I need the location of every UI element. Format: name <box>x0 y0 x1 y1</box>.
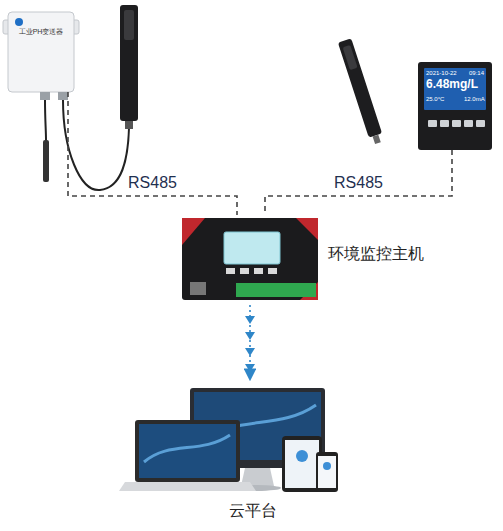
cloud-icon <box>323 462 331 470</box>
cloud-icon <box>296 450 308 462</box>
host-device: 环境监控主机 <box>180 215 450 305</box>
screen-current: 12.0mA <box>464 96 485 103</box>
controller-screen <box>424 68 486 110</box>
ph-electrode <box>120 5 138 121</box>
transmitter-box <box>8 12 74 92</box>
host-button <box>268 268 277 274</box>
screen-reading: 6.48mg/L <box>426 78 478 92</box>
host-button <box>254 268 263 274</box>
logo <box>15 18 23 26</box>
phone <box>316 452 338 492</box>
connector <box>265 150 452 215</box>
ethernet-port <box>190 282 206 295</box>
screen-graphic <box>144 435 230 462</box>
laptop-base <box>119 482 256 491</box>
tablet-screen <box>285 440 319 488</box>
cable-gland <box>58 92 68 100</box>
edge-label: RS485 <box>125 174 180 192</box>
edge-label: RS485 <box>331 174 386 192</box>
flow-arrows <box>245 316 255 372</box>
cloud-devices <box>119 388 338 492</box>
node-label: 环境监控主机 <box>328 245 424 263</box>
panel-button <box>452 120 461 127</box>
electrode-cap <box>124 10 134 40</box>
cloud-platform: 云平台 <box>120 382 387 528</box>
connector <box>249 305 251 380</box>
panel-button <box>440 120 449 127</box>
probe <box>338 38 385 145</box>
probe-cable <box>45 100 46 140</box>
controller-panel <box>418 62 492 150</box>
phone-screen <box>318 456 336 488</box>
laptop-screen <box>139 424 236 478</box>
host-screen <box>224 232 280 264</box>
transmitter-box: 工业PH变送器 <box>8 12 76 92</box>
host-case <box>182 218 318 300</box>
screen-time: 09:14 <box>469 70 484 77</box>
stripe <box>296 218 318 240</box>
panel-button <box>464 120 473 127</box>
node-label: 云平台 <box>120 502 385 520</box>
laptop <box>135 420 240 482</box>
electrode-tip <box>125 121 133 129</box>
cable-gland <box>40 92 50 100</box>
stripe <box>182 218 205 245</box>
terminal-block <box>236 283 316 297</box>
connector <box>68 92 237 215</box>
screen-temp: 25.0°C <box>426 96 444 103</box>
host-button <box>226 268 235 274</box>
controller-device <box>338 38 492 150</box>
controller-panel: 2021-10-22 09:146.48mg/L 25.0°C 12.0mA <box>418 62 492 150</box>
temp-probe <box>43 140 49 182</box>
device-label: 工业PH变送器 <box>8 28 74 36</box>
screen-date: 2021-10-22 <box>426 70 457 77</box>
panel-button <box>476 120 485 127</box>
panel-button <box>428 120 437 127</box>
host-device <box>182 218 318 300</box>
host-button <box>240 268 249 274</box>
electrode-cable <box>63 100 129 190</box>
transmitter-device <box>3 5 138 190</box>
